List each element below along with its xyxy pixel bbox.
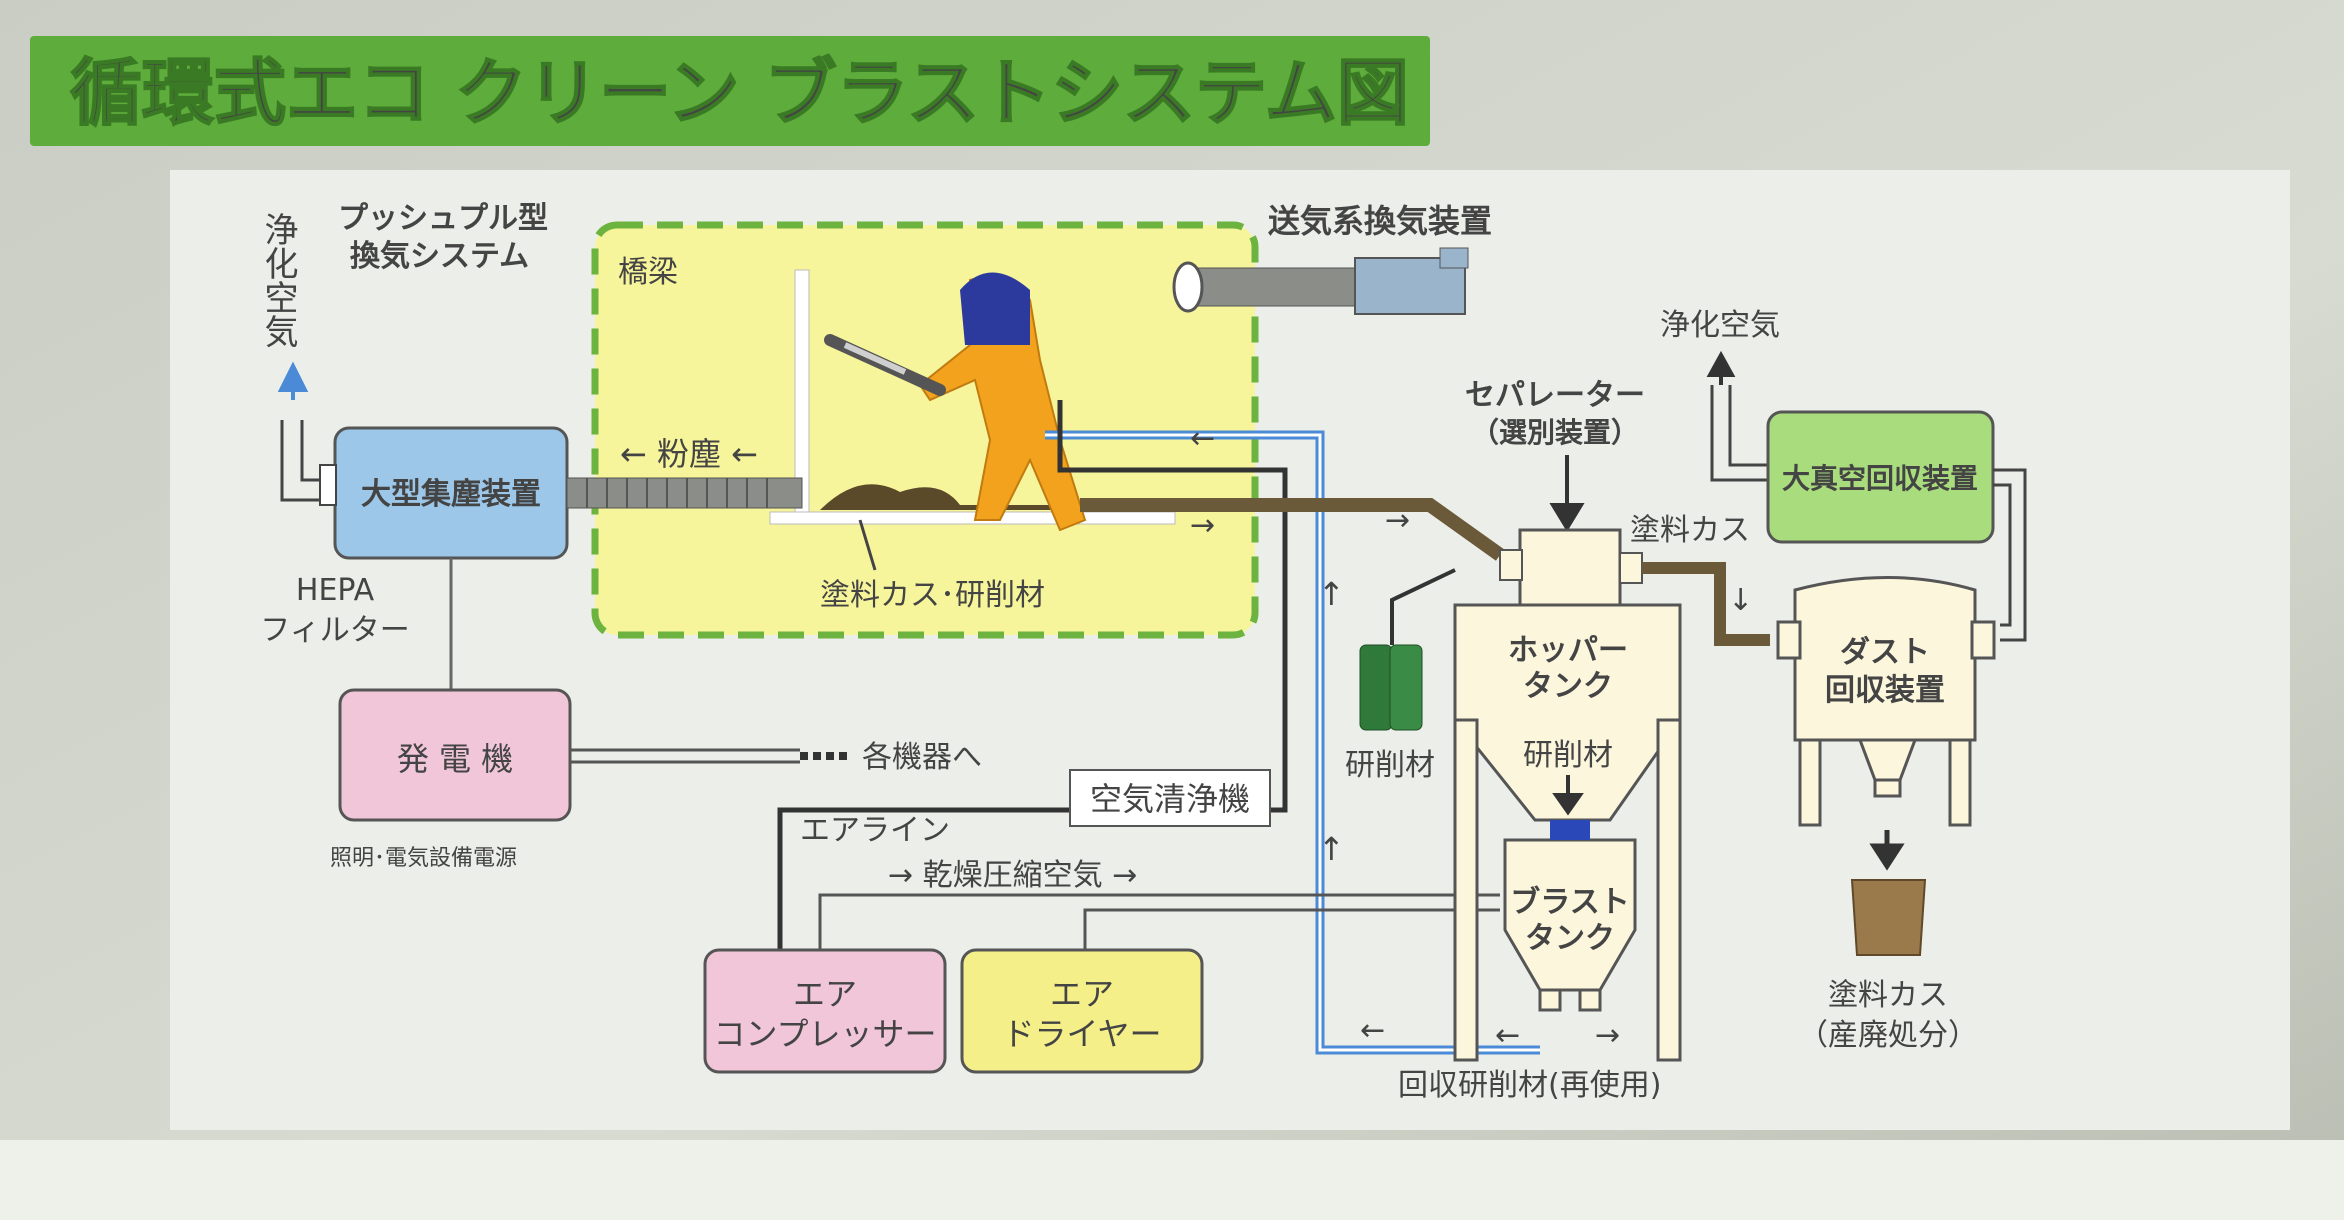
dry-air-line [818, 893, 1500, 950]
abrasive-inner-label: 研削材 [1523, 738, 1613, 773]
dust-collector-label: 大型集塵装置 [361, 477, 541, 512]
air-cleaner-label: 空気清浄機 [1090, 780, 1250, 818]
recovered-abrasive-label: 回収研削材(再使用) [1398, 1068, 1661, 1103]
purified-air-right-arrow [1706, 350, 1736, 385]
vacuum-to-dust-line [1993, 468, 2027, 642]
generator-note: 照明･電気設備電源 [330, 846, 517, 871]
hopper-structure [1453, 603, 1682, 1062]
vacuum-recovery-box [1766, 410, 1995, 544]
recovered-arrow-right: → [1595, 1018, 1620, 1053]
supply-ventilation-label: 送気系換気装置 [1268, 202, 1492, 240]
supply-duct [1189, 267, 1356, 307]
separator-outlet [1619, 552, 1643, 584]
separator-label-1: セパレーター [1465, 378, 1645, 413]
recovery-flow-arrow-2: → [1385, 503, 1410, 538]
dust-recovery-label-1: ダスト [1840, 635, 1930, 670]
air-cleaner-box [1069, 769, 1271, 827]
supply-duct-inlet [1172, 261, 1204, 313]
disposal-label-1: 塗料カス [1828, 978, 1948, 1013]
work-area [591, 221, 1259, 639]
generator-label: 発 電 機 [397, 740, 513, 778]
residue-pile [820, 484, 1160, 510]
generator-box [338, 688, 572, 822]
bridge-bottom-flange [769, 511, 1176, 525]
abrasive-side-label: 研削材 [1345, 748, 1435, 783]
to-each-device-label: 各機器へ [862, 740, 982, 775]
power-line [570, 748, 800, 764]
air-compressor-box [703, 948, 947, 1074]
hopper-tank-label-2: タンク [1523, 669, 1613, 704]
dust-duct-ribs [586, 478, 768, 508]
blast-tank-label-2: タンク [1525, 921, 1615, 956]
push-pull-label-2: 換気システム [350, 239, 529, 274]
hepa-filter-icon [319, 464, 337, 506]
air-compressor-label-2: コンプレッサー [713, 1015, 936, 1053]
dust-recovery-label-2: 回収装置 [1825, 673, 1945, 708]
residue-hose [1642, 562, 1770, 646]
blue-supply-line-inner [1045, 433, 1540, 1052]
hepa-label-2: フィルター [260, 613, 409, 648]
blast-tank-label-1: ブラスト [1510, 885, 1629, 920]
dust-out-arrow [1869, 830, 1905, 871]
recovered-arrow-left: ← [1495, 1018, 1520, 1053]
air-dryer-box [960, 948, 1204, 1074]
separator-inlet [1499, 549, 1523, 581]
air-dryer-label-1: エア [1050, 975, 1114, 1013]
blast-hose [777, 400, 1288, 950]
purified-air-right-label: 浄化空気 [1660, 308, 1780, 343]
purified-air-left-label: 浄化空気 [258, 212, 298, 348]
separator-arrow-down [1549, 455, 1585, 532]
push-pull-label-1: プッシュプル型 [338, 201, 548, 236]
air-line-label: エアライン [800, 813, 950, 848]
separator-label-2: （選別装置） [1471, 416, 1639, 449]
bridge-label: 橋梁 [618, 255, 678, 290]
dust-recovery-unit [1776, 576, 1996, 827]
dry-compressed-air-label: → 乾燥圧縮空気 → [888, 858, 1137, 893]
title-bar: 循環式エコ クリーン ブラストシステム図 [30, 36, 1430, 146]
disposal-bucket-icon [1850, 879, 1927, 956]
hopper-tank-label-1: ホッパー [1508, 633, 1628, 668]
vacuum-recovery-label: 大真空回収装置 [1782, 462, 1978, 495]
abrasive-bags-icon [1359, 644, 1423, 731]
paint-residue-label: 塗料カス [1630, 513, 1750, 548]
flow-arrow-up-1: ↑ [1318, 575, 1345, 613]
blast-tank-valve [1550, 820, 1590, 840]
separator-box [1518, 528, 1622, 607]
residue-down-arrow: ↓ [1728, 583, 1753, 618]
purified-air-left-arrow [277, 361, 309, 400]
flow-arrow-top: ← [1190, 421, 1215, 456]
flow-arrow-bottom: ← [1360, 1013, 1385, 1048]
air-compressor-label-1: エア [793, 975, 857, 1013]
residue-abrasive-label: 塗料カス･研削材 [820, 578, 1045, 613]
recovery-flow-arrow-1: → [1190, 508, 1215, 543]
page-title: 循環式エコ クリーン ブラストシステム図 [70, 51, 1409, 135]
disposal-label-2: （産廃処分） [1798, 1018, 1978, 1053]
flow-arrow-up-2: ↑ [1318, 830, 1345, 868]
abrasive-bag-line [1390, 568, 1456, 645]
abrasive-down-arrow [1552, 775, 1584, 816]
supply-fan-hopper [1439, 247, 1469, 269]
residue-pointer [858, 519, 877, 571]
vacuum-exhaust-line [1710, 385, 1768, 482]
recovery-hose [1080, 498, 1505, 561]
blasting-worker-figure [824, 272, 1087, 532]
air-dryer-label-2: ドライヤー [1002, 1015, 1161, 1053]
dust-flow-label: ← 粉塵 ← [620, 435, 758, 473]
hepa-label-1: HEPA [296, 573, 375, 608]
